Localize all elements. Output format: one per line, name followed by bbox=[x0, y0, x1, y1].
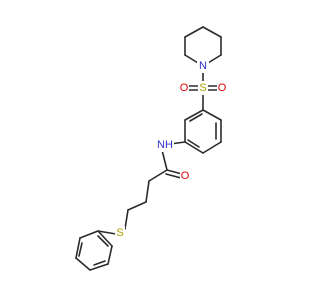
svg-text:S: S bbox=[199, 82, 206, 94]
atom-label-amide-nh: NH bbox=[156, 138, 174, 152]
atom-label-sulfonyl-o-right: O bbox=[217, 81, 227, 95]
svg-text:O: O bbox=[181, 170, 190, 182]
svg-text:N: N bbox=[199, 60, 207, 72]
central-benzene-ring bbox=[184, 109, 222, 154]
atom-label-carbonyl-o: O bbox=[180, 169, 190, 183]
atom-label-piperidine-n: N bbox=[197, 59, 209, 73]
nh-carbonyl-bond bbox=[161, 149, 168, 171]
atom-label-sulfonyl-s: S bbox=[198, 81, 208, 95]
svg-text:NH: NH bbox=[157, 139, 173, 151]
alkyl-chain bbox=[124, 169, 168, 230]
piperidine-ring bbox=[184, 26, 222, 67]
svg-text:O: O bbox=[180, 82, 189, 94]
phenyl-ring bbox=[75, 230, 113, 271]
svg-text:S: S bbox=[116, 227, 123, 239]
molecule-structure: N S O O NH O S bbox=[75, 26, 227, 271]
atom-label-thioether-s: S bbox=[115, 226, 125, 240]
sulfonyl-oxygen-bonds bbox=[187, 85, 219, 91]
atom-label-sulfonyl-o-left: O bbox=[179, 81, 189, 95]
svg-text:O: O bbox=[218, 82, 227, 94]
s-phenyl-bond bbox=[97, 230, 117, 235]
carbonyl-double-bond bbox=[165, 169, 183, 179]
